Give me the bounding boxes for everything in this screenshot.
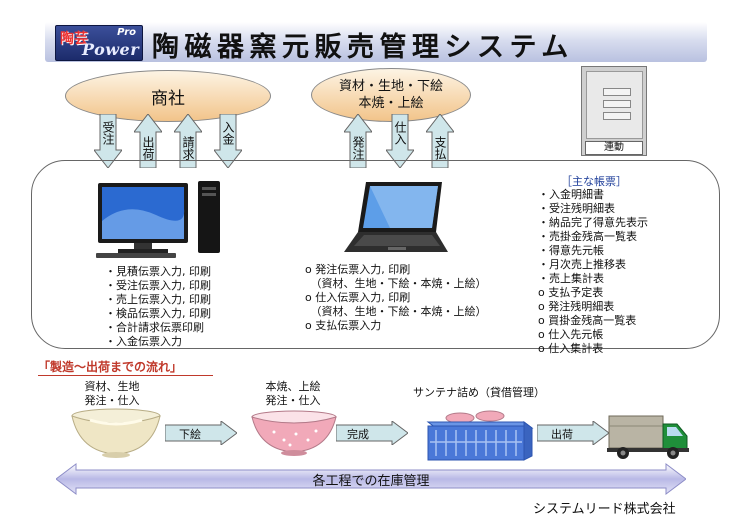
list-item: ・売掛金残高一覧表 [538, 230, 637, 243]
stage-firing-label: 本焼、上絵 発注・仕入 [253, 380, 333, 408]
thumbnail-button [603, 88, 631, 96]
laptop-functions-list: o 発注伝票入力, 印刷 （資材、生地・下絵・本焼・上絵） o 仕入伝票入力, … [305, 263, 487, 333]
arrow-label: 発注 [351, 136, 365, 160]
list-item: （資材、生地・下絵・本焼・上絵） [305, 277, 487, 290]
supplier-label-line1: 資材・生地・下絵 [338, 79, 443, 94]
flow-arrow-label: 完成 [347, 428, 369, 441]
list-item: ・売上伝票入力, 印刷 [105, 293, 211, 306]
arrow-order-received: 受注 [92, 113, 124, 169]
title-bar [45, 22, 707, 62]
stage-label-line: 資材、生地 [84, 380, 140, 393]
list-item: o 発注伝票入力, 印刷 [305, 263, 411, 276]
down-arrow-icon [92, 113, 124, 169]
page-title: 陶磁器窯元販売管理システム [152, 32, 574, 63]
arrow-shipping: 出荷 [132, 113, 164, 169]
list-item: ・売上集計表 [538, 272, 604, 285]
arrow-purchase: 仕入 [384, 113, 416, 169]
inventory-double-arrow [56, 463, 686, 495]
list-item: o 発注残明細表 [538, 300, 615, 313]
arrow-payment: 支払 [424, 113, 456, 169]
stage-label-line: 発注・仕入 [265, 394, 321, 407]
arrow-label: 仕入 [393, 121, 407, 145]
arrow-payment-received: 入金 [212, 113, 244, 169]
list-item: ・得意先元帳 [538, 244, 604, 257]
trading-company-oval: 商社 [65, 70, 271, 122]
list-item: o 買掛金残高一覧表 [538, 314, 637, 327]
arrow-right-icon [336, 421, 408, 445]
supplier-label-line2: 本焼・上絵 [358, 96, 424, 111]
list-item: o 支払予定表 [538, 286, 604, 299]
stage-materials-label: 資材、生地 発注・仕入 [72, 380, 152, 408]
system-functions-box [31, 160, 720, 349]
logo-pro: Pro [117, 27, 136, 38]
list-item: o 仕入伝票入力, 印刷 [305, 291, 411, 304]
list-item: o 仕入集計表 [538, 342, 604, 355]
flow-title: 「製造～出荷までの流れ」 [38, 360, 183, 374]
arrow-label: 支払 [433, 136, 447, 160]
laptop-icon [344, 182, 448, 252]
list-item: ・検品伝票入力, 印刷 [105, 307, 211, 320]
trading-company-label: 商社 [151, 88, 185, 109]
pink-bowl-icon [251, 410, 337, 456]
arrow-label: 出荷 [141, 136, 155, 160]
arrow-right-icon [165, 421, 237, 445]
flow-arrow-label: 下絵 [179, 428, 201, 441]
stage-label-line: 本焼、上絵 [265, 380, 321, 393]
pro-power-logo: 陶芸 Pro Power [55, 25, 143, 61]
inventory-label: 各工程での在庫管理 [312, 474, 430, 489]
list-item: o 支払伝票入力 [305, 319, 382, 332]
list-item: ・合計請求伝票印刷 [105, 321, 204, 334]
arrow-label: 入金 [221, 121, 235, 145]
container-crate-icon [426, 410, 534, 461]
list-item: ・月次売上推移表 [538, 258, 626, 271]
down-arrow-icon [212, 113, 244, 169]
arrow-purchase-order: 発注 [342, 113, 374, 169]
thumbnail-button [603, 100, 631, 108]
thumbnail-window [586, 71, 643, 139]
list-item: ・見積伝票入力, 印刷 [105, 265, 211, 278]
logo-power: Power [82, 40, 140, 59]
stage-label-line: 発注・仕入 [84, 394, 140, 407]
list-item: ・入金明細書 [538, 188, 604, 201]
list-item: （資材、生地・下絵・本焼・上絵） [305, 305, 487, 318]
thumbnail-button [603, 112, 631, 120]
flow-title-underline [38, 375, 213, 376]
logo-kanji: 陶芸 [60, 31, 88, 47]
list-item: ・納品完了得意先表示 [538, 216, 648, 229]
desktop-functions-list: ・見積伝票入力, 印刷 ・受注伝票入力, 印刷 ・売上伝票入力, 印刷 ・検品伝… [105, 265, 211, 349]
arrow-billing: 請求 [172, 113, 204, 169]
company-name: システムリード株式会社 [533, 502, 676, 517]
reports-title: ［主な帳票］ [561, 175, 627, 188]
down-arrow-icon [384, 113, 416, 169]
supplier-oval: 資材・生地・下絵 本焼・上絵 [311, 68, 471, 122]
plain-bowl-icon [71, 408, 161, 458]
list-item: ・受注残明細表 [538, 202, 615, 215]
delivery-truck-icon [607, 415, 689, 459]
flow-arrow-label: 出荷 [551, 428, 573, 441]
arrow-label: 請求 [181, 136, 195, 160]
arrow-right-icon [537, 421, 609, 445]
link-label: 連動 [585, 141, 643, 155]
desktop-pc-icon [96, 181, 220, 258]
stage-packing-label: サンテナ詰め（貸借管理） [413, 386, 545, 399]
list-item: o 仕入先元帳 [538, 328, 604, 341]
arrow-label: 受注 [101, 121, 115, 145]
list-item: ・入金伝票入力 [105, 335, 182, 348]
list-item: ・受注伝票入力, 印刷 [105, 279, 211, 292]
reports-list: ・入金明細書 ・受注残明細表 ・納品完了得意先表示 ・売掛金残高一覧表 ・得意先… [538, 188, 648, 356]
